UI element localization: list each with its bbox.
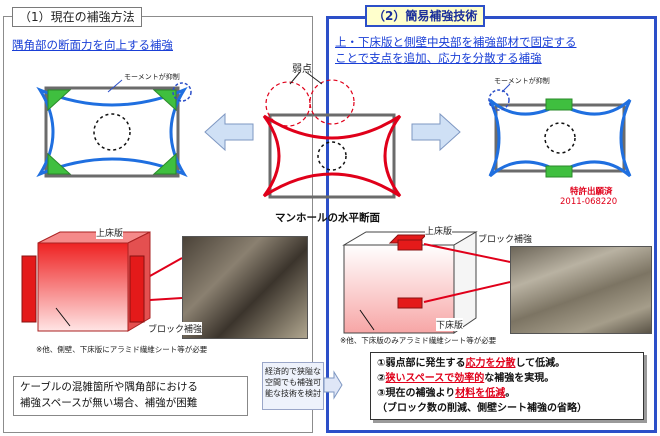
right-arrow-icon [411, 112, 461, 152]
result-4: （ブロック数の削減、側壁シート補強の省略） [377, 403, 587, 414]
manhole-section-caption: マンホールの水平断面 [275, 212, 380, 224]
current-method-heading: 隅角部の断面力を向上する補強 [12, 38, 173, 52]
result-1-prefix: ①弱点部に発生する [377, 358, 466, 369]
patent-number: 2011-068220 [560, 197, 618, 207]
limitation-line-2: 補強スペースが無い場合、補強が困難 [20, 397, 198, 409]
simple-method-heading-line2: ことで支点を追加、応力を分散する補強 [335, 51, 542, 65]
result-2: ②狭いスペースで効率的な補強を実現。 [377, 371, 637, 386]
result-1-highlight: 応力を分散 [465, 358, 516, 369]
left-block-label: ブロック補強 [148, 322, 203, 335]
left-top-slab-label: 上床版 [96, 226, 124, 239]
result-2-highlight: 狭いスペースで効率的 [385, 373, 485, 384]
current-method-panel [3, 16, 313, 433]
current-method-tab: （1）現在の補強方法 [12, 7, 142, 27]
economical-tech-box: 経済的で狭隘な 空間でも補強可 能な技術を検討 [262, 362, 324, 410]
patent-label: 特許出願済 [570, 187, 613, 197]
result-3-highlight: 材料を低減 [455, 388, 506, 399]
simple-reinforcement-panel [326, 16, 657, 433]
left-note: ※他、側壁、下床版にアラミド繊維シート等が必要 [36, 345, 208, 354]
right-note: ※他、下床版のみアラミド繊維シート等が必要 [340, 336, 497, 345]
result-2-suffix: な補強を実現。 [484, 373, 555, 384]
current-reinforcement-photo [182, 236, 308, 339]
current-method-limitation-box: ケーブルの混雑箇所や隅角部における 補強スペースが無い場合、補強が困難 [13, 376, 248, 416]
left-arrow-icon [204, 112, 254, 152]
left-moment-label: モーメントが抑制 [124, 73, 180, 81]
limitation-line-1: ケーブルの混雑箇所や隅角部における [20, 381, 198, 393]
right-top-slab-label: 上床版 [425, 224, 453, 237]
result-1: ①弱点部に発生する応力を分散して低減。 [377, 356, 637, 371]
result-1-suffix: して低減。 [515, 358, 566, 369]
weak-point-label: 弱点 [292, 64, 312, 75]
tech-box-line-2: 空間でも補強可 [265, 378, 321, 387]
right-moment-label: モーメントが抑制 [494, 77, 550, 85]
result-3-prefix: ③現在の補強より [377, 388, 456, 399]
tech-box-line-1: 経済的で狭隘な [265, 367, 321, 376]
result-3-suffix: 。 [505, 388, 516, 399]
result-2-prefix: ② [377, 373, 386, 384]
tech-arrow-icon [323, 370, 343, 400]
simple-method-heading-line1: 上・下床版と側壁中央部を補強部材で固定する [335, 35, 577, 49]
tech-box-line-3: 能な技術を検討 [265, 389, 321, 398]
simple-reinforcement-tab: （2）簡易補強技術 [365, 5, 486, 27]
results-box: ①弱点部に発生する応力を分散して低減。 ②狭いスペースで効率的な補強を実現。 ③… [370, 352, 644, 420]
result-3: ③現在の補強より材料を低減。 [377, 386, 637, 401]
right-block-label: ブロック補強 [478, 232, 533, 245]
right-bottom-slab-label: 下床版 [436, 318, 464, 331]
simple-reinforcement-photo [510, 246, 652, 334]
